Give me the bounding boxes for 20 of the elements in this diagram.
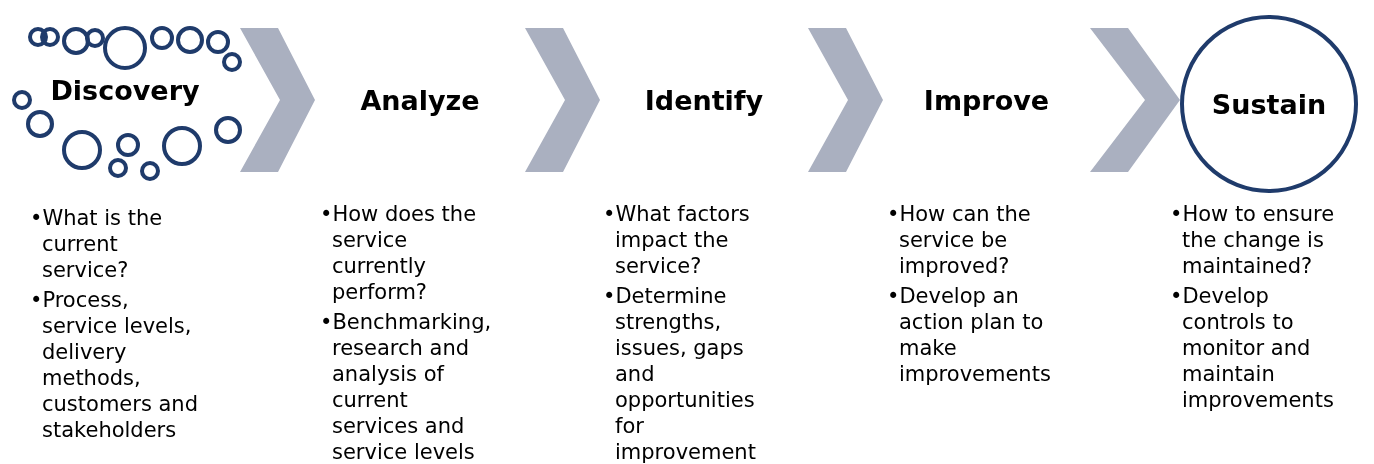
stage-title: Sustain [1211,88,1327,120]
chevron-arrow [808,28,883,172]
bullet-text: •What factors impact the service? [603,201,751,279]
bullet-text: •What is the current service? [30,205,164,283]
stage-title: Analyze [360,84,480,116]
bullet-text: •How does the service currently perform? [320,201,478,305]
stage-title: Improve [923,84,1050,116]
bullet-text: •Process, service levels, delivery methods, customers and stakeholders [30,287,199,443]
stage-title: Identify [644,84,764,116]
bullet-text: •Determine strengths, issues, gaps and opportunities for improvement [603,283,757,464]
stage-title: Discovery [50,75,200,106]
bullet-text: •Develop controls to monitor and maintain improvements [1170,283,1335,413]
bullet-text: •How to ensure the change is maintained? [1170,201,1336,279]
bullet-text: •Benchmarking, research and analysis of current services and service levels [320,309,493,464]
bullet-text: •Develop an action plan to make improvements [887,283,1052,387]
chevron-arrow [525,28,600,172]
stage-circle [1180,15,1358,193]
bullet-text: •How can the service be improved? [887,201,1032,279]
chevron-arrow [240,28,315,172]
chevron-arrow [1090,28,1180,172]
